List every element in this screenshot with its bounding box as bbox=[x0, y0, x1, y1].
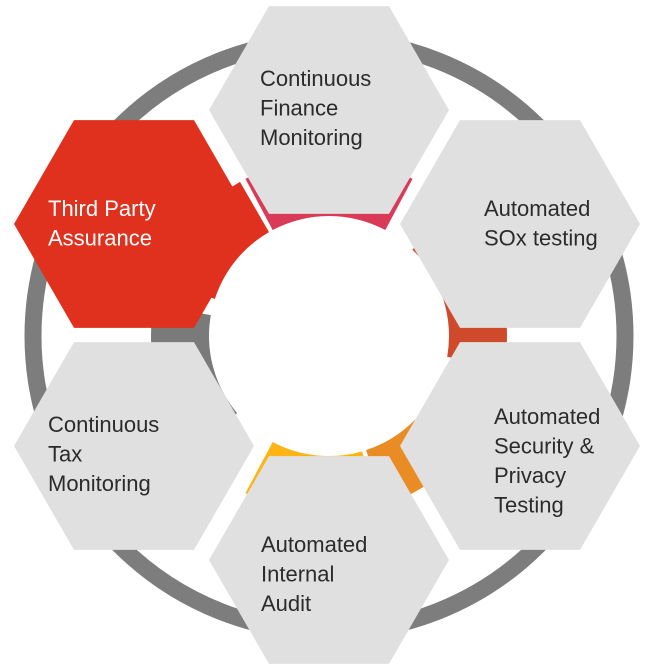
hexagon-internal-audit bbox=[209, 456, 449, 664]
hexagon-tax bbox=[14, 342, 254, 550]
hex-label-line: Third Party bbox=[48, 196, 156, 221]
hex-label-line: Monitoring bbox=[48, 471, 151, 496]
hex-label-line: SOx testing bbox=[484, 226, 598, 251]
hexagon-third-party bbox=[14, 120, 254, 328]
hex-label-line: Continuous bbox=[48, 412, 159, 437]
hex-label-line: Automated bbox=[484, 196, 590, 221]
hex-label-line: Monitoring bbox=[260, 125, 363, 150]
hex-label-line: Assurance bbox=[48, 226, 152, 251]
hex-label-line: Privacy bbox=[494, 463, 566, 488]
hex-label-line: Security & bbox=[494, 434, 595, 459]
hex-label-line: Automated bbox=[494, 404, 600, 429]
hex-label-line: Finance bbox=[260, 96, 338, 121]
hex-label-line: Automated bbox=[261, 532, 367, 557]
hex-label-line: Testing bbox=[494, 493, 564, 518]
hexagon-finance bbox=[209, 6, 449, 214]
hex-label-line: Tax bbox=[48, 442, 82, 467]
hex-label-line: Internal bbox=[261, 562, 334, 587]
hexagon-security bbox=[400, 342, 640, 550]
hexagon-sox bbox=[400, 120, 640, 328]
hex-label-line: Continuous bbox=[260, 66, 371, 91]
hex-label-line: Audit bbox=[261, 591, 311, 616]
